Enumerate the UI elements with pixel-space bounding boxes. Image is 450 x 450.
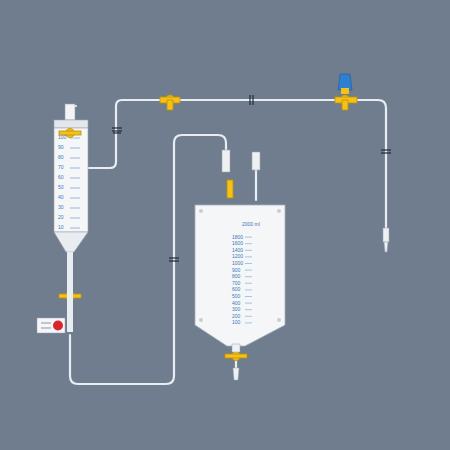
scale-tick [245, 276, 252, 277]
burette-scale-number: 10 [58, 225, 64, 230]
burette-scale-number: 30 [58, 205, 64, 210]
bag-scale-number: 400 [232, 301, 240, 306]
burette-scale-number: 80 [58, 155, 64, 160]
scale-tick [245, 309, 252, 310]
scale-tick [245, 289, 252, 290]
scale-tick [245, 237, 252, 238]
bag-scale-number: 900 [232, 268, 240, 273]
scale-tick [245, 250, 252, 251]
scale-tick [245, 256, 252, 257]
bag-scale-number: 1200 [232, 254, 243, 259]
scale-tick [245, 322, 252, 323]
scale-tick [245, 263, 252, 264]
burette-scale-number: 100 [58, 135, 66, 140]
burette-scale-number: 20 [58, 215, 64, 220]
burette-scale-number: 60 [58, 175, 64, 180]
bag-scale-number: 600 [232, 287, 240, 292]
scale-tick [245, 296, 252, 297]
bag-scale-number: 100 [232, 320, 240, 325]
scale-tick [245, 243, 252, 244]
burette-scale-number: 50 [58, 185, 64, 190]
bag-scale-number: 1800 [232, 235, 243, 240]
bag-scale-number: 800 [232, 274, 240, 279]
burette-scale-number: 40 [58, 195, 64, 200]
bag-scale-number: 300 [232, 307, 240, 312]
bag-scale-number: 2000 ml [242, 222, 260, 227]
burette-scale-number: 90 [58, 145, 64, 150]
burette-scale-number: 70 [58, 165, 64, 170]
bag-scale-number: 1600 [232, 241, 243, 246]
bag-scale-number: 700 [232, 281, 240, 286]
scale-tick [245, 316, 252, 317]
scale-tick [245, 270, 252, 271]
bag-scale-number: 1400 [232, 248, 243, 253]
scale-tick [245, 283, 252, 284]
bag-scale-number: 1000 [232, 261, 243, 266]
bag-scale-number: 200 [232, 314, 240, 319]
scale-tick [245, 303, 252, 304]
bag-scale-number: 500 [232, 294, 240, 299]
